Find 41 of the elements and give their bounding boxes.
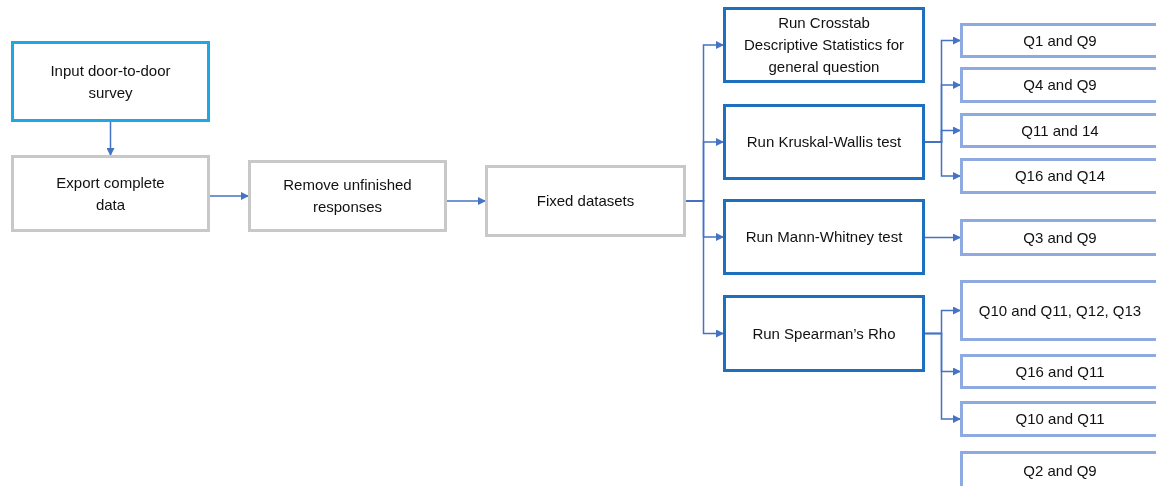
question-pair-box (960, 67, 1156, 103)
process-box (485, 165, 686, 237)
box-label: Fixed datasets (536, 191, 635, 212)
arrow (924, 233, 961, 242)
question-pair-box (960, 354, 1156, 389)
test-box (723, 7, 925, 83)
question-pair-box (960, 23, 1156, 58)
box-label: Q10 and Q11, Q12, Q13 (978, 300, 1142, 321)
box-label: Q10 and Q11 (1015, 409, 1105, 430)
box-label: Run Kruskal-Wallis test (746, 132, 902, 153)
question-pair-box (960, 451, 1156, 486)
arrow (685, 200, 724, 338)
box-label: Q11 and 14 (1021, 120, 1099, 141)
arrow (446, 197, 486, 205)
box-label: Q1 and Q9 (1023, 30, 1097, 51)
test-box (723, 295, 925, 372)
arrow (924, 141, 961, 180)
box-label: Export complete data (55, 172, 166, 215)
question-pair-box (960, 280, 1156, 341)
test-box (723, 104, 925, 180)
arrow (924, 332, 961, 423)
box-label: Q16 and Q14 (1014, 166, 1106, 187)
question-pair-box (960, 113, 1156, 148)
process-box (248, 160, 447, 232)
box-label: Q3 and Q9 (1023, 227, 1097, 248)
box-label: Run Crosstab Descriptive Statistics for general question (742, 13, 905, 77)
box-label: Q2 and Q9 (1023, 461, 1097, 482)
box-label: Q16 and Q11 (1015, 361, 1105, 382)
box-label: Q4 and Q9 (1023, 75, 1097, 96)
box-label: Remove unfinished responses (282, 175, 413, 217)
question-pair-box (960, 401, 1156, 437)
arrow (106, 121, 115, 156)
test-box (723, 199, 925, 275)
process-box (11, 155, 210, 232)
question-pair-box (960, 219, 1156, 256)
box-label: Run Spearman’s Rho (752, 323, 896, 344)
box-label: Run Mann-Whitney test (745, 227, 903, 248)
arrow (209, 192, 249, 200)
box-label: Input door-to-door survey (49, 60, 172, 103)
question-pair-box (960, 158, 1156, 194)
start-box (11, 41, 210, 122)
